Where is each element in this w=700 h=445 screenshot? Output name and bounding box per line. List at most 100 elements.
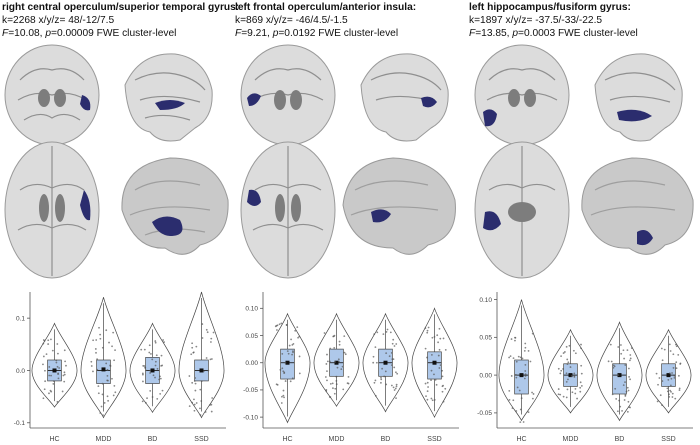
y-tick-label: 0.05: [479, 335, 492, 342]
data-point: [297, 336, 299, 339]
data-point: [666, 387, 669, 390]
data-point: [668, 395, 671, 398]
data-point: [101, 346, 104, 349]
data-point: [199, 388, 202, 391]
data-point: [42, 342, 45, 345]
data-point: [661, 359, 664, 362]
data-point: [426, 381, 429, 384]
data-point: [426, 390, 429, 393]
data-point: [678, 374, 680, 377]
data-point: [562, 352, 565, 354]
data-point: [425, 395, 427, 397]
data-point: [385, 352, 388, 355]
data-point: [112, 394, 115, 397]
data-point: [326, 360, 329, 363]
data-point: [375, 361, 378, 364]
sagittal-slice-image: [124, 53, 213, 142]
data-point: [284, 380, 287, 382]
region-title: left hippocampus/fusiform gyrus:: [469, 2, 631, 13]
data-point: [333, 346, 336, 349]
data-point: [629, 354, 632, 356]
data-point: [620, 352, 623, 355]
region-title: left frontal operculum/anterior insula:: [235, 2, 417, 13]
cluster-stats: k=2268 x/y/z= 48/-12/7.5: [2, 15, 115, 26]
data-point: [442, 337, 445, 340]
data-point: [674, 343, 677, 346]
data-point: [95, 339, 98, 341]
data-point: [344, 353, 347, 356]
data-point: [565, 345, 568, 348]
y-tick-label: -0.10: [243, 414, 258, 421]
data-point: [374, 379, 377, 382]
data-point: [48, 374, 51, 377]
data-point: [205, 328, 208, 331]
data-point: [394, 387, 397, 390]
data-point: [154, 340, 157, 342]
data-point: [510, 338, 513, 340]
data-point: [630, 347, 633, 349]
sagittal-slice-image: [594, 53, 683, 142]
data-point: [629, 357, 632, 360]
iqr-box: [612, 363, 627, 395]
data-point: [209, 404, 211, 406]
x-category-label: SSD: [194, 436, 208, 443]
data-point: [569, 366, 572, 368]
cluster-stats: k=869 x/y/z= -46/4.5/-1.5: [235, 15, 348, 26]
data-point: [668, 372, 671, 375]
data-point: [201, 337, 204, 339]
brain-images: [240, 44, 456, 279]
data-point: [195, 345, 198, 348]
data-point: [143, 348, 146, 351]
data-point: [615, 398, 618, 400]
x-category-label: BD: [615, 436, 625, 443]
x-category-label: MDD: [329, 436, 345, 443]
data-point: [424, 347, 427, 350]
data-point: [279, 368, 282, 371]
data-point: [285, 324, 288, 327]
data-point: [612, 366, 615, 369]
data-point: [329, 347, 332, 350]
data-point: [62, 374, 65, 377]
data-point: [148, 344, 151, 347]
data-point: [430, 369, 433, 372]
data-point: [385, 383, 388, 386]
data-point: [580, 364, 583, 367]
data-point: [325, 363, 328, 365]
data-point: [291, 377, 294, 380]
mean-marker: [432, 360, 437, 365]
data-point: [508, 398, 511, 401]
region-title: right central operculum/superior tempora…: [2, 2, 240, 13]
data-point: [427, 326, 430, 329]
data-point: [334, 387, 337, 390]
data-point: [280, 402, 283, 404]
data-point: [106, 368, 109, 371]
data-point: [427, 386, 429, 388]
data-point: [45, 353, 48, 356]
data-point: [338, 360, 340, 363]
data-point: [65, 364, 67, 367]
figure-panel-2: left frontal operculum/anterior insula: …: [233, 0, 466, 445]
data-point: [519, 408, 522, 411]
data-point: [563, 351, 566, 353]
data-point: [426, 329, 429, 332]
data-point: [395, 371, 397, 374]
data-point: [109, 364, 112, 367]
data-point: [292, 343, 295, 345]
data-point: [142, 373, 144, 376]
data-point: [206, 331, 209, 334]
data-point: [579, 390, 582, 393]
data-point: [43, 388, 46, 391]
data-point: [212, 331, 215, 334]
data-point: [674, 397, 677, 400]
data-point: [666, 390, 669, 393]
data-point: [508, 356, 511, 359]
data-point: [63, 371, 66, 374]
data-point: [282, 389, 285, 392]
data-point: [329, 382, 332, 385]
data-point: [200, 380, 203, 383]
data-point: [326, 353, 328, 356]
data-point: [58, 367, 61, 369]
data-point: [57, 352, 59, 355]
data-point: [284, 361, 287, 364]
